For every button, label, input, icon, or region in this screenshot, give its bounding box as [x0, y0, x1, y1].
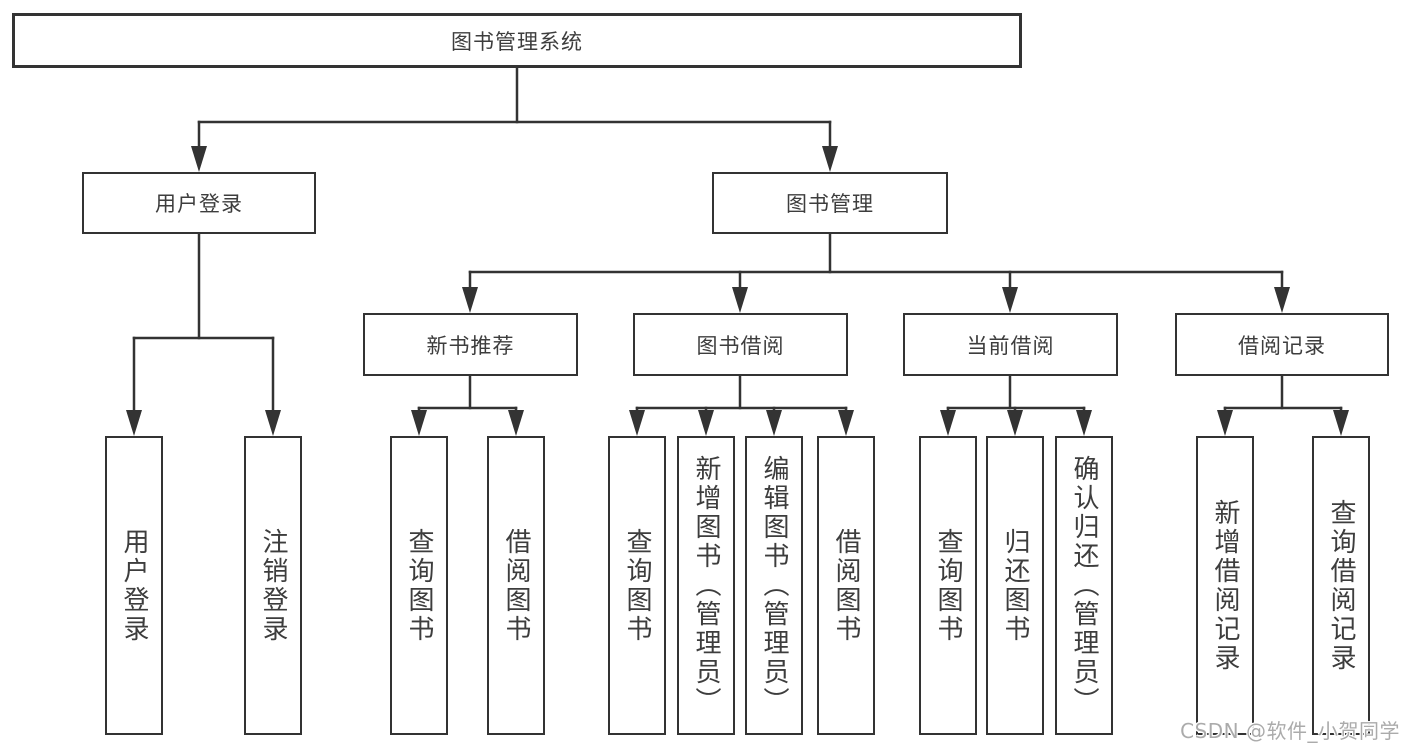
csdn-watermark: CSDN @软件_小贺同学	[1180, 719, 1400, 743]
arrowhead-icon	[411, 410, 427, 436]
arrowhead-icon	[462, 287, 478, 313]
arrowhead-icon	[838, 410, 854, 436]
node-new-book-recommend: 新书推荐	[363, 313, 578, 376]
node-book-management: 图书管理	[712, 172, 948, 234]
node-leaf-add-borrow-record: 新增借阅记录	[1196, 436, 1254, 735]
node-leaf-borrow-books: 借阅图书	[817, 436, 875, 735]
arrowhead-icon	[766, 410, 782, 436]
arrowhead-icon	[1274, 287, 1290, 313]
node-borrow-records: 借阅记录	[1175, 313, 1389, 376]
arrowhead-icon	[1002, 287, 1018, 313]
node-book-borrow: 图书借阅	[633, 313, 848, 376]
arrowhead-icon	[1076, 410, 1092, 436]
arrowhead-icon	[508, 410, 524, 436]
node-user-login: 用户登录	[82, 172, 316, 234]
arrowhead-icon	[629, 410, 645, 436]
node-leaf-confirm-return-admin: 确认归还（管理员）	[1055, 436, 1113, 735]
node-root: 图书管理系统	[12, 13, 1022, 68]
arrowhead-icon	[940, 410, 956, 436]
node-leaf-query-books-borrow: 查询图书	[608, 436, 666, 735]
node-leaf-add-book-admin: 新增图书（管理员）	[677, 436, 735, 735]
node-leaf-logout: 注销登录	[244, 436, 302, 735]
arrowhead-icon	[822, 146, 838, 172]
node-leaf-edit-book-admin: 编辑图书（管理员）	[745, 436, 803, 735]
node-leaf-query-books-recommend: 查询图书	[390, 436, 448, 735]
node-leaf-borrow-books-recommend: 借阅图书	[487, 436, 545, 735]
node-leaf-user-login: 用户登录	[105, 436, 163, 735]
arrowhead-icon	[1007, 410, 1023, 436]
arrowhead-icon	[1333, 410, 1349, 436]
arrowhead-icon	[191, 146, 207, 172]
arrowhead-icon	[732, 287, 748, 313]
node-current-borrow: 当前借阅	[903, 313, 1118, 376]
arrowhead-icon	[265, 410, 281, 436]
node-leaf-query-books-current: 查询图书	[919, 436, 977, 735]
arrowhead-icon	[126, 410, 142, 436]
node-leaf-return-book: 归还图书	[986, 436, 1044, 735]
node-leaf-query-borrow-record: 查询借阅记录	[1312, 436, 1370, 735]
arrowhead-icon	[698, 410, 714, 436]
arrowhead-icon	[1217, 410, 1233, 436]
